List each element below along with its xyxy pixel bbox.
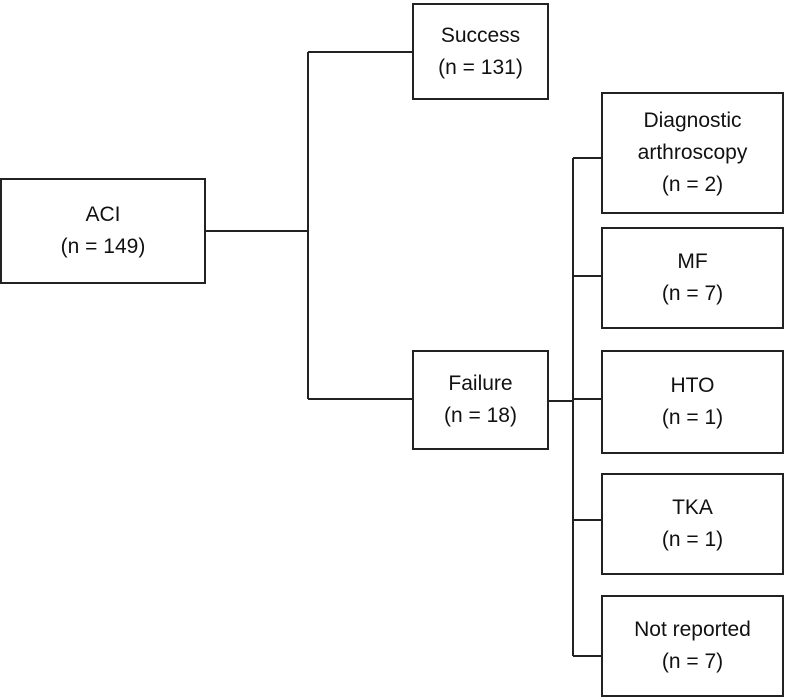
hto-box: HTO (n = 1) xyxy=(601,350,784,454)
success-box: Success (n = 131) xyxy=(412,3,549,100)
not-reported-label: Not reported xyxy=(634,618,751,641)
success-label: Success xyxy=(440,23,521,47)
failure-label: Failure xyxy=(448,372,513,395)
tka-count: (n = 1) xyxy=(661,528,724,551)
mf-box: MF (n = 7) xyxy=(601,227,784,329)
mf-count: (n = 7) xyxy=(661,282,724,305)
diagnostic-arthroscopy-label-line1: Diagnostic xyxy=(643,109,742,132)
tka-label: TKA xyxy=(672,496,713,519)
mf-label: MF xyxy=(677,250,708,273)
hto-label: HTO xyxy=(670,374,715,397)
aci-box: ACI (n = 149) xyxy=(0,178,206,284)
not-reported-box: Not reported (n = 7) xyxy=(601,595,784,697)
tka-box: TKA (n = 1) xyxy=(601,473,784,575)
diagnostic-arthroscopy-count: (n = 2) xyxy=(661,173,724,196)
not-reported-count: (n = 7) xyxy=(661,650,724,673)
aci-label: ACI xyxy=(85,203,121,226)
diagnostic-arthroscopy-box: Diagnostic arthroscopy (n = 2) xyxy=(601,92,784,214)
failure-box: Failure (n = 18) xyxy=(412,350,549,450)
diagnostic-arthroscopy-label-line2: arthroscopy xyxy=(637,141,748,164)
aci-count: (n = 149) xyxy=(60,235,146,258)
hto-count: (n = 1) xyxy=(661,406,724,429)
success-count: (n = 131) xyxy=(438,55,523,79)
failure-count: (n = 18) xyxy=(444,404,517,427)
